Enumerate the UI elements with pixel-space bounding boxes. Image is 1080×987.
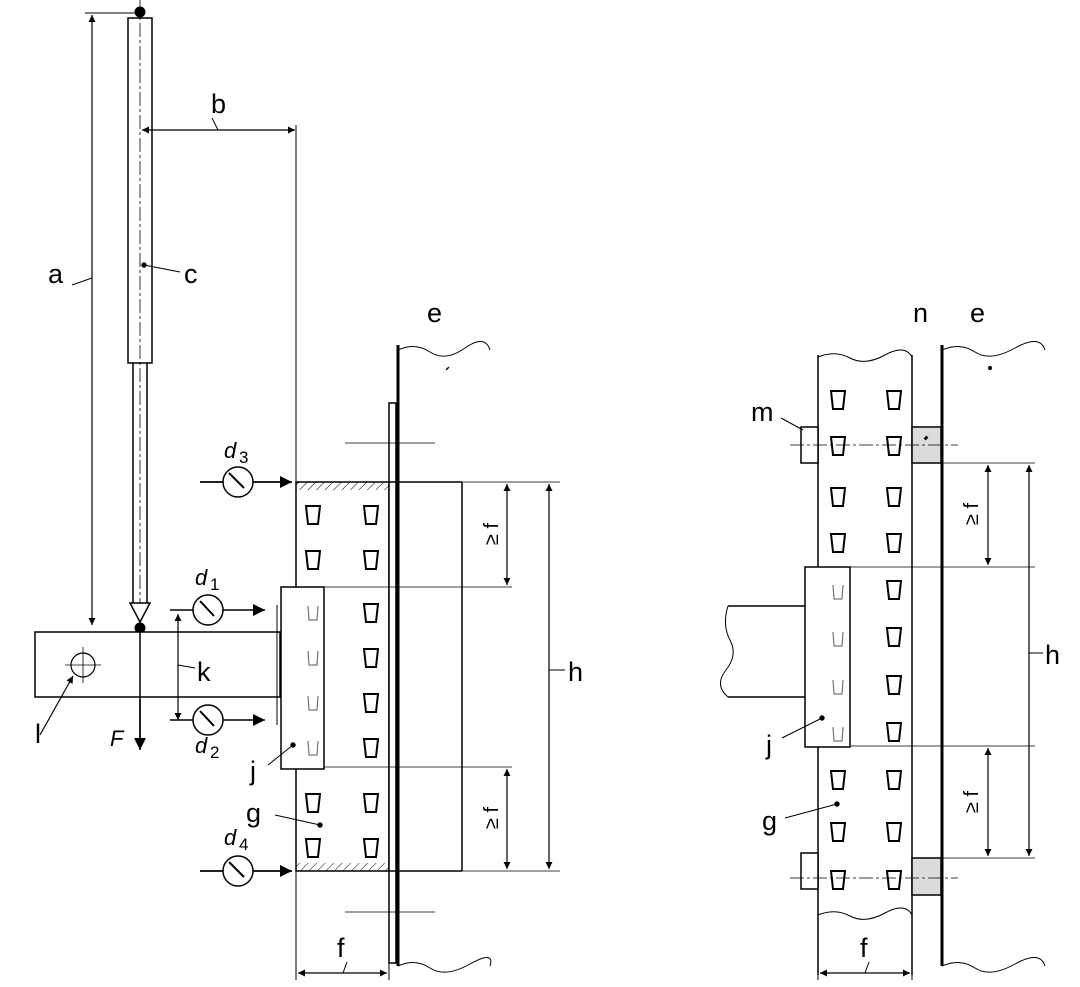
wall-left (345, 341, 492, 973)
label-m: m (751, 397, 774, 427)
dimension-a (71, 12, 140, 625)
gauge-d1 (170, 594, 265, 626)
label-d4: d (224, 825, 237, 850)
label-j: j (249, 756, 256, 786)
label-e: e (427, 298, 442, 328)
right-labels: n e m h j g f ≥ f ≥ f (751, 298, 1060, 963)
loading-arm (34, 630, 281, 750)
load-rod (127, 0, 181, 640)
label-d4-sub: 4 (239, 835, 248, 854)
label-gef-bottom-right: ≥ f (961, 791, 983, 814)
label-k: k (197, 657, 211, 687)
wall-right (940, 341, 1046, 973)
label-d2: d (195, 733, 208, 758)
dimension-k (174, 614, 196, 720)
dimension-b (142, 117, 297, 482)
label-f-left: f (337, 933, 345, 963)
label-g-right: g (762, 806, 777, 836)
label-g: g (246, 798, 261, 828)
gauge-d3 (200, 466, 292, 498)
label-d3-sub: 3 (239, 448, 248, 467)
gauge-d2 (170, 704, 265, 736)
right-view (720, 341, 1046, 980)
label-d1: d (195, 565, 208, 590)
label-l: l (35, 719, 41, 749)
label-b: b (211, 89, 226, 119)
gauge-d4 (200, 855, 292, 887)
label-j-right: j (765, 730, 772, 760)
left-labels: a b c e g h j k l F f d 3 d 1 d 2 d 4 ≥ … (35, 89, 583, 963)
label-d3: d (224, 438, 237, 463)
spacer-block-bottom (911, 857, 942, 896)
label-F: F (110, 726, 125, 751)
label-h-right: h (1045, 640, 1060, 670)
label-c: c (184, 259, 198, 289)
label-gef-top-right: ≥ f (961, 503, 983, 526)
left-view (34, 0, 565, 980)
label-gef-bottom-left: ≥ f (481, 807, 503, 830)
bolt-head-bottom (800, 852, 819, 890)
label-n: n (913, 298, 928, 328)
label-d1-sub: 1 (210, 575, 219, 594)
label-d2-sub: 2 (210, 743, 219, 762)
label-e-right: e (970, 298, 985, 328)
connector-j-right (720, 566, 1035, 748)
dimension-gef-left (462, 481, 565, 872)
label-gef-top-left: ≥ f (481, 523, 503, 546)
dimension-f-right (820, 961, 910, 977)
dimension-gef-right (941, 462, 1043, 859)
dimension-f-left (298, 871, 390, 980)
label-a: a (48, 259, 64, 289)
label-f-right: f (860, 933, 868, 963)
label-h: h (568, 657, 583, 687)
